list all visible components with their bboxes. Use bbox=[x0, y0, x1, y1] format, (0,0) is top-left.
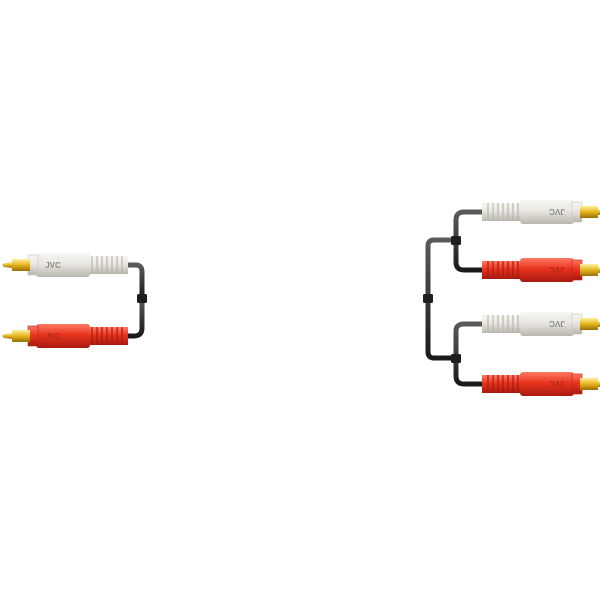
right-cable-split bbox=[425, 237, 459, 361]
right-bottom-junction-ring bbox=[451, 354, 461, 363]
right-top-junction-ring bbox=[451, 236, 461, 245]
left-plug-white-logo: JVC bbox=[45, 261, 61, 270]
left-junction-ring bbox=[137, 294, 147, 303]
right-plug-red-top: JVC bbox=[481, 257, 600, 283]
junction-rings bbox=[137, 236, 461, 363]
left-cable-upper bbox=[125, 262, 145, 301]
right-plug-red-top-logo: JVC bbox=[549, 265, 565, 274]
left-cable-lower bbox=[125, 295, 145, 339]
cable-wires bbox=[125, 209, 485, 387]
left-plug-red: JVC bbox=[1, 323, 129, 349]
right-plug-red-bottom-logo: JVC bbox=[549, 379, 565, 388]
right-plug-white-top-logo: JVC bbox=[549, 207, 565, 216]
right-plug-white-bottom: JVC bbox=[481, 311, 600, 337]
right-plug-red-bottom: JVC bbox=[481, 371, 600, 397]
left-plug-white: JVC bbox=[1, 252, 129, 278]
right-cable-bottom-pair bbox=[453, 321, 485, 387]
left-plug-red-logo: JVC bbox=[45, 332, 61, 341]
right-cable-top-pair bbox=[453, 209, 485, 273]
right-plug-white-top: JVC bbox=[481, 199, 600, 225]
right-junction-ring bbox=[423, 294, 433, 303]
right-plug-white-bottom-logo: JVC bbox=[549, 319, 565, 328]
